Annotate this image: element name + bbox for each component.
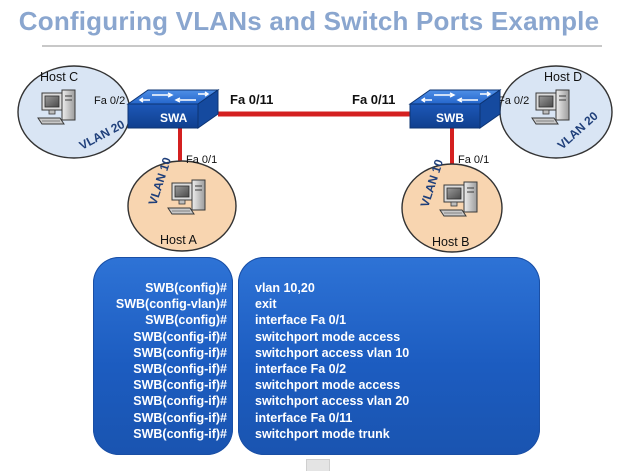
host-a-ellipse [127,160,237,252]
host-d-computer-icon [531,89,570,125]
cli-prompt: SWB(config-if)# [133,329,227,344]
cli-prompt: SWB(config-if)# [133,394,227,409]
scroll-handle[interactable] [306,459,330,471]
cli-command: interface Fa 0/2 [255,362,347,376]
switch-swa-icon [126,89,220,129]
cli-prompt: SWB(config)# [145,313,227,328]
title-divider [42,45,602,47]
cli-command: switchport access vlan 20 [255,394,410,409]
host-a-label: Host A [160,233,197,247]
cli-prompt: SWB(config-if)# [133,410,227,425]
cli-command: switchport mode access [255,329,401,344]
cli-prompt: SWB(config-vlan)# [115,297,227,312]
cli-command: interface Fa 0/1 [255,313,347,328]
cli-prompt-panel: SWB(config)#SWB(config-vlan)#SWB(config)… [93,257,233,455]
host-c-label: Host C [40,70,78,84]
host-b-computer-icon [439,181,478,217]
trunk-port-swa-label: Fa 0/11 [230,92,273,107]
host-d-label: Host D [544,70,582,84]
cli-prompt: SWB(config-if)# [133,362,227,376]
host-a-computer-icon [167,179,206,215]
cli-prompt: SWB(config-if)# [133,378,227,393]
trunk-port-swb-label: Fa 0/11 [352,92,395,107]
slide-title: Configuring VLANs and Switch Ports Examp… [18,6,600,36]
host-d-port-label: Fa 0/2 [498,95,529,107]
switch-swb-icon [408,89,502,129]
switch-swb-label: SWB [436,111,464,125]
host-b-port-label: Fa 0/1 [458,154,489,166]
cli-command: exit [255,297,277,312]
cli-command: switchport access vlan 10 [255,345,410,360]
cli-command: switchport mode access [255,378,401,393]
cli-prompt: SWB(config-if)# [133,345,227,360]
cli-command: switchport mode trunk [255,426,390,441]
host-c-computer-icon [37,89,76,125]
host-c-port-label: Fa 0/2 [94,95,125,107]
cli-command: interface Fa 0/11 [255,410,353,425]
cli-prompt: SWB(config-if)# [133,426,227,441]
cli-prompt: SWB(config)# [145,281,227,295]
host-a-port-label: Fa 0/1 [186,154,217,166]
switch-swa-label: SWA [160,111,188,125]
host-b-label: Host B [432,235,470,249]
cli-command: vlan 10,20 [255,281,315,295]
